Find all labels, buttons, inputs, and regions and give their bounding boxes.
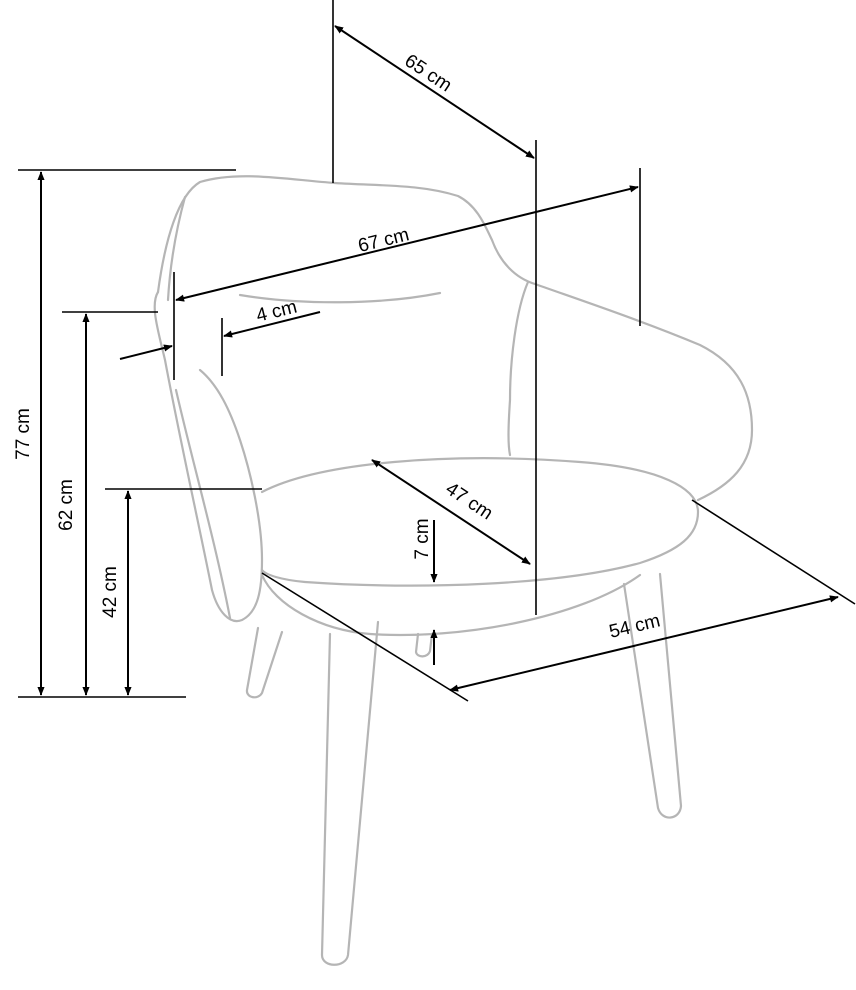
armrest-thickness-line-left [119, 344, 173, 360]
width-label: 67 cm [356, 224, 411, 257]
depth-label: 65 cm [401, 50, 456, 96]
seat-width-extension-right [691, 499, 856, 605]
right-armrest-outline [507, 280, 530, 457]
armrest-thickness-line-right [223, 311, 321, 338]
backrest-outline [156, 175, 754, 502]
seat-bottom-outline [260, 573, 642, 637]
total-height-label: 77 cm [13, 408, 34, 460]
depth-dimension-arrow [334, 25, 535, 159]
seat-width-extension-left [261, 572, 469, 702]
seat-width-label: 54 cm [607, 610, 662, 643]
leg-back-left [245, 626, 284, 699]
left-armrest-outline [153, 290, 264, 623]
armrest-height-label: 62 cm [56, 479, 77, 531]
seat-height-label: 42 cm [100, 566, 121, 618]
leg-back-right [414, 632, 434, 658]
seat-depth-arrow [371, 459, 531, 565]
seat-thickness-label: 7 cm [412, 518, 433, 559]
seat-depth-label: 47 cm [442, 478, 497, 524]
armrest-thickness-label: 4 cm [254, 297, 299, 327]
dimension-lines [18, 0, 856, 702]
backrest-crease [238, 291, 442, 304]
leg-front-right [622, 572, 683, 819]
width-dimension-arrow [175, 185, 639, 302]
seat-top-outline [260, 457, 700, 587]
dimension-labels: 65 cm 67 cm 4 cm 77 cm 62 cm 42 cm 47 cm… [13, 50, 662, 643]
leg-front-left [320, 620, 380, 966]
seat-width-arrow [449, 595, 839, 692]
chair-outline [153, 175, 754, 966]
left-armrest-inner-line [174, 388, 232, 620]
